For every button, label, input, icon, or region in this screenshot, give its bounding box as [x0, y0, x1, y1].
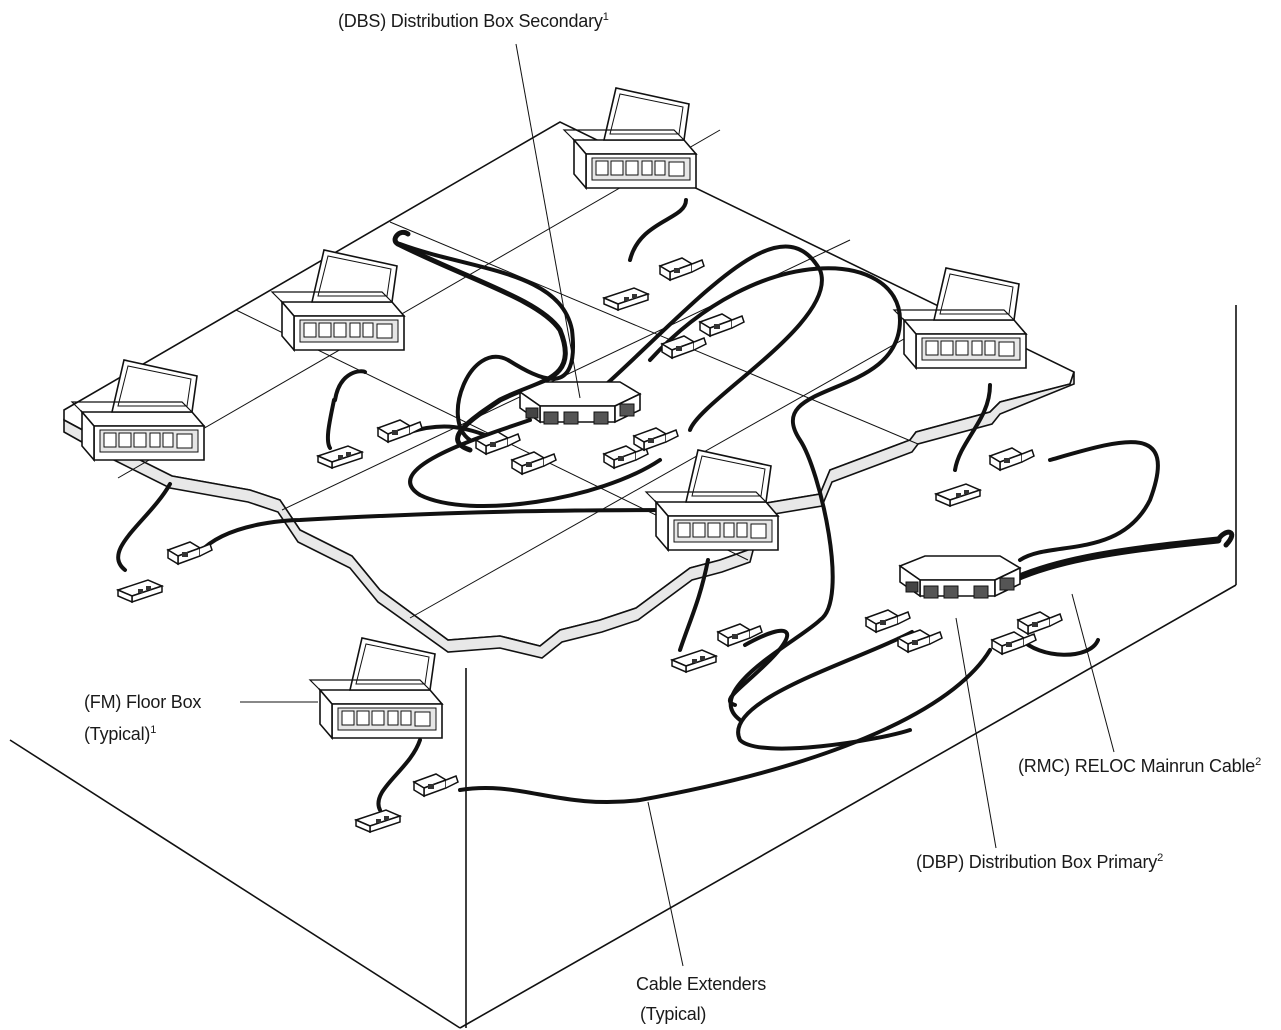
cable-extenders-label-line1: Cable Extenders [636, 974, 766, 994]
fm-label-line1: (FM) Floor Box [84, 692, 201, 712]
dbs-label: (DBS) Distribution Box Secondary1 [338, 11, 609, 31]
distribution-box-icon [899, 555, 1021, 599]
cable-extenders-label-line2: (Typical) [640, 1004, 706, 1024]
dbp-label: (DBP) Distribution Box Primary2 [916, 852, 1163, 872]
cable-runs [116, 198, 1235, 812]
floor-box-icon [309, 637, 443, 739]
room-outline [9, 305, 1237, 1029]
fm-label-line2: (Typical)1 [84, 724, 156, 744]
distribution-box-icon [519, 381, 641, 425]
leader-lines [240, 43, 1115, 967]
rmc-label: (RMC) RELOC Mainrun Cable2 [1018, 756, 1261, 776]
